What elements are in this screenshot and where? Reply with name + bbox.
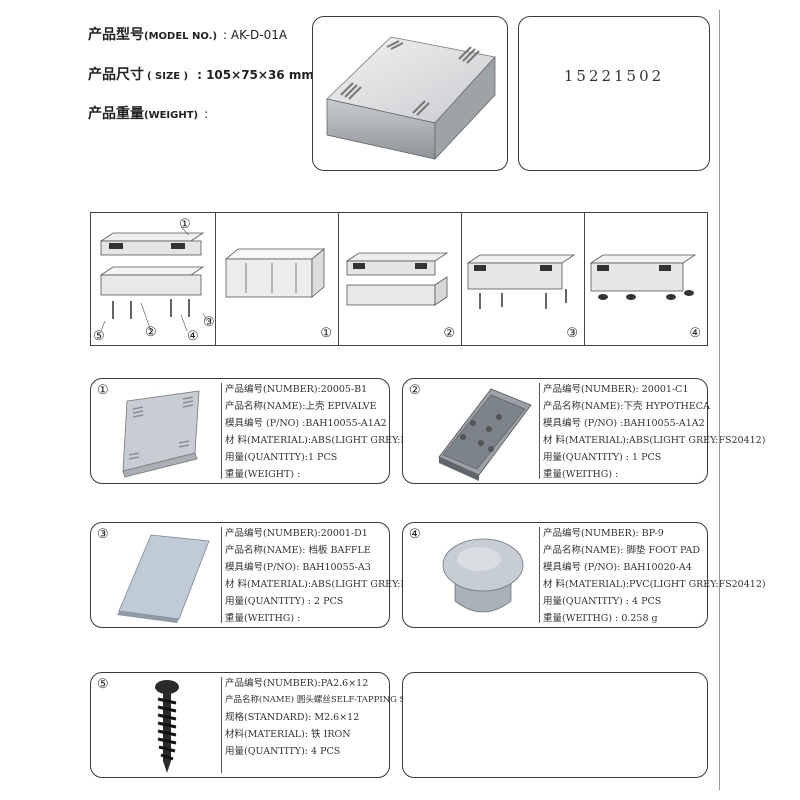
- size-value: : 105×75×36 mm: [197, 68, 314, 82]
- part-4-line-1: 产品编号(NUMBER): BP-9: [543, 528, 664, 539]
- product-image-box: [312, 16, 508, 171]
- part-3-line-2: 产品名称(NAME): 档板 BAFFLE: [225, 545, 371, 556]
- part-1-line-3: 模具编号 (P/NO) :BAH10055-A1A2: [225, 418, 387, 429]
- part-card-1: ① 产品编号(NUMBER):20005-B1 产品名称(NAME):上壳 EP…: [90, 378, 447, 484]
- part-number-1: ①: [97, 383, 109, 398]
- part-2-line-5: 用量(QUANTITY) : 1 PCS: [543, 452, 662, 463]
- part-4-divider: [539, 527, 540, 623]
- part-1-line-4: 材 料(MATERIAL):ABS(LIGHT GREY:FS20412): [225, 435, 448, 446]
- assembly-step-2: ②: [339, 213, 462, 345]
- weight-value: :: [204, 107, 209, 121]
- size-label: 产品尺寸: [88, 67, 144, 83]
- assembly-step-1: ①: [216, 213, 339, 345]
- part-2-line-3: 模具编号 (P/NO) :BAH10055-A1A2: [543, 418, 705, 429]
- callout-4: ④: [187, 329, 199, 344]
- part-2-line-1: 产品编号(NUMBER): 20001-C1: [543, 384, 689, 395]
- part-3-details: 产品编号(NUMBER):20001-D1 产品名称(NAME): 档板 BAF…: [225, 525, 447, 627]
- exploded-view-illustration: [99, 226, 208, 332]
- model-value: : AK-D-01A: [223, 28, 288, 42]
- part-4-line-5: 用量(QUANTITY) : 4 PCS: [543, 596, 662, 607]
- part-card-4: ④ 产品编号(NUMBER): BP-9 产品名称(NAME): 脚垫 FOOT…: [402, 522, 766, 628]
- part-3-line-5: 用量(QUANTITY) : 2 PCS: [225, 596, 344, 607]
- size-label-en: ( SIZE ): [147, 71, 189, 82]
- callout-3: ③: [203, 315, 215, 330]
- part-3-divider: [221, 527, 222, 623]
- part-4-line-2: 产品名称(NAME): 脚垫 FOOT PAD: [543, 545, 701, 556]
- enclosure-illustration: [326, 36, 496, 161]
- step-number-3: ③: [566, 326, 578, 341]
- part-card-5: ⑤ 产品编号(NUMBER):PA2.6×12 产品名称(NAME) 圆头螺丝S…: [90, 672, 433, 778]
- upper-shell-icon: [122, 390, 200, 478]
- part-5-line-3: 规格(STANDARD): M2.6×12: [225, 712, 360, 723]
- part-1-line-5: 用量(QUANTITY):1 PCS: [225, 452, 338, 463]
- part-5-line-1: 产品编号(NUMBER):PA2.6×12: [225, 678, 369, 689]
- screw-icon: [155, 680, 179, 773]
- part-3-line-3: 模具编号(P/NO): BAH10055-A3: [225, 562, 371, 573]
- size-line: 产品尺寸( SIZE ) : 105×75×36 mm: [88, 64, 314, 84]
- model-label: 产品型号: [88, 27, 144, 43]
- part-number-4: ④: [409, 527, 421, 542]
- empty-card: [402, 672, 708, 778]
- weight-line: 产品重量(WEIGHT):: [88, 103, 208, 123]
- part-3-line-4: 材 料(MATERIAL):ABS(LIGHT GREY:FS20412): [225, 579, 448, 590]
- part-2-line-4: 材 料(MATERIAL):ABS(LIGHT GREY:FS20412): [543, 435, 766, 446]
- assembly-step-4: ④: [585, 213, 707, 345]
- part-5-line-4: 材料(MATERIAL): 铁 IRON: [225, 729, 351, 740]
- assembly-step-3: ③: [462, 213, 585, 345]
- part-1-details: 产品编号(NUMBER):20005-B1 产品名称(NAME):上壳 EPIV…: [225, 381, 447, 483]
- step-3-illustration: [466, 254, 576, 309]
- part-2-details: 产品编号(NUMBER): 20001-C1 产品名称(NAME):下壳 HYP…: [543, 381, 765, 483]
- part-4-line-4: 材 料(MATERIAL):PVC(LIGHT GREY:FS20412): [543, 579, 766, 590]
- assembly-step-exploded: ① ② ③ ④ ⑤: [91, 213, 216, 345]
- part-card-2: ② 产品编号(NUMBER): 20001-C1 产品名称(NAME):下壳 H…: [402, 378, 765, 484]
- step-4-illustration: [589, 254, 697, 300]
- step-2-illustration: [345, 252, 449, 306]
- callout-5: ⑤: [93, 329, 105, 344]
- model-number-line: 产品型号(MODEL NO.) : AK-D-01A: [88, 24, 287, 44]
- callout-1: ①: [179, 217, 191, 232]
- weight-label: 产品重量: [88, 106, 144, 122]
- part-3-line-6: 重量(WEITHG) :: [225, 613, 301, 624]
- assembly-steps: ① ② ③ ④ ⑤ ① ②: [90, 212, 708, 346]
- code-number-box: 15221502: [518, 16, 710, 171]
- step-1-illustration: [224, 248, 326, 298]
- code-number: 15221502: [563, 67, 665, 85]
- part-1-line-1: 产品编号(NUMBER):20005-B1: [225, 384, 368, 395]
- part-4-line-6: 重量(WEITHG) : 0.258 g: [543, 613, 658, 624]
- baffle-icon: [117, 534, 210, 623]
- part-number-3: ③: [97, 527, 109, 542]
- part-5-line-2: 产品名称(NAME) 圆头螺丝SELF-TAPPING SCREW: [225, 695, 434, 705]
- part-2-line-2: 产品名称(NAME):下壳 HYPOTHECA: [543, 401, 710, 412]
- weight-label-en: (WEIGHT): [144, 110, 199, 121]
- lower-shell-icon: [438, 388, 532, 481]
- part-1-line-6: 重量(WEIGHT) :: [225, 469, 301, 480]
- part-5-details: 产品编号(NUMBER):PA2.6×12 产品名称(NAME) 圆头螺丝SEL…: [225, 675, 433, 760]
- foot-pad-icon: [442, 538, 524, 613]
- part-card-3: ③ 产品编号(NUMBER):20001-D1 产品名称(NAME): 档板 B…: [90, 522, 447, 628]
- right-margin-line: [719, 10, 720, 790]
- part-5-line-5: 用量(QUANTITY): 4 PCS: [225, 746, 341, 757]
- part-3-line-1: 产品编号(NUMBER):20001-D1: [225, 528, 368, 539]
- part-2-line-6: 重量(WEITHG) :: [543, 469, 619, 480]
- step-number-2: ②: [443, 326, 455, 341]
- part-number-2: ②: [409, 383, 421, 398]
- part-1-line-2: 产品名称(NAME):上壳 EPIVALVE: [225, 401, 377, 412]
- part-5-divider: [221, 677, 222, 773]
- part-1-divider: [221, 383, 222, 479]
- step-number-4: ④: [689, 326, 701, 341]
- part-4-line-3: 模具编号 (P/NO): BAH10020-A4: [543, 562, 692, 573]
- part-number-5: ⑤: [97, 677, 109, 692]
- step-number-1: ①: [320, 326, 332, 341]
- part-2-divider: [539, 383, 540, 479]
- model-label-en: (MODEL NO.): [144, 31, 218, 42]
- callout-2: ②: [145, 325, 157, 340]
- part-4-details: 产品编号(NUMBER): BP-9 产品名称(NAME): 脚垫 FOOT P…: [543, 525, 766, 627]
